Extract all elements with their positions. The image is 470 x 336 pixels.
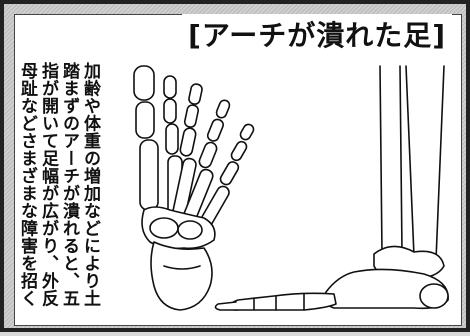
leg-side-view-bones: [214, 65, 449, 311]
figure-title: [アーチが潰れた足]: [182, 14, 452, 54]
caption-line-3: 指が開いて足幅が広がり、外反: [38, 62, 58, 307]
foot-top-view-bones: [133, 65, 255, 311]
caption-line-1: 加齢や体重の増加などにより土: [80, 62, 100, 307]
caption-vertical-text: 加齢や体重の増加などにより土 踏まずのアーチが潰れると、五 指が開いて足幅が広が…: [17, 62, 100, 326]
caption-line-4: 母趾などさまざまな障害を招く: [17, 62, 37, 307]
foot-skeleton-illustration: [133, 65, 449, 311]
caption-line-2: 踏まずのアーチが潰れると、五: [59, 62, 79, 307]
